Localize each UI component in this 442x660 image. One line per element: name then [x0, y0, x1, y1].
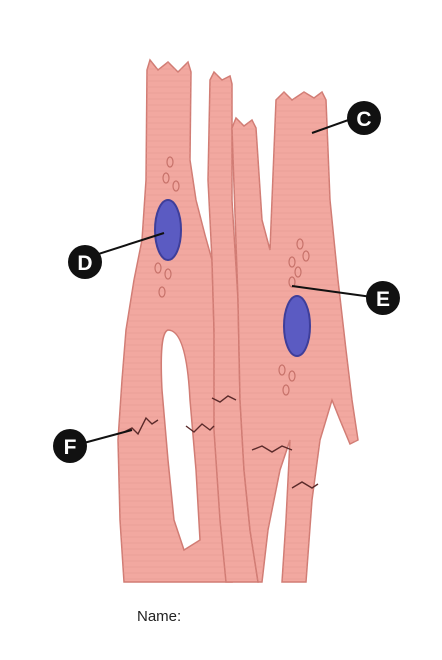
- label-d: D: [68, 245, 102, 279]
- nucleus-left: [155, 200, 181, 260]
- label-e-text: E: [376, 288, 390, 311]
- name-label: Name:: [137, 608, 181, 625]
- label-f: F: [53, 429, 87, 463]
- label-c-text: C: [356, 108, 371, 131]
- label-f-text: F: [64, 436, 77, 459]
- label-e: E: [366, 281, 400, 315]
- label-d-text: D: [77, 252, 92, 275]
- label-c: C: [347, 101, 381, 135]
- nucleus-right: [284, 296, 310, 356]
